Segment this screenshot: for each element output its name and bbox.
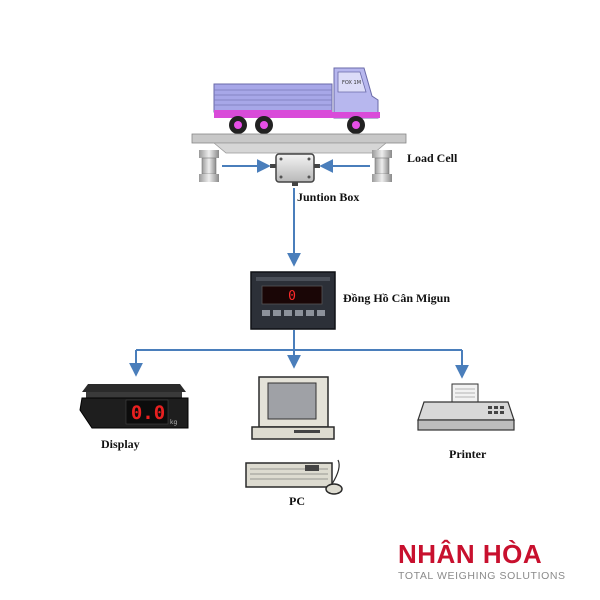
load-cell-right-icon	[372, 150, 392, 182]
pc-icon	[245, 376, 343, 495]
truck-plate: FOX 1M	[342, 80, 361, 86]
pc-label: PC	[289, 494, 305, 508]
connection-arrows	[129, 159, 469, 379]
printer-icon	[417, 383, 515, 431]
weighing-indicator-icon: 0	[250, 271, 336, 330]
display-unit: kg	[170, 419, 177, 426]
brand-logo: NHÂN HÒA TOTAL WEIGHING SOLUTIONS	[398, 540, 578, 582]
indicator-reading: 0	[288, 289, 296, 304]
printer-label: Printer	[449, 447, 487, 461]
display-label: Display	[101, 437, 140, 451]
load-cell-label: Load Cell	[407, 151, 458, 165]
brand-name: NHÂN HÒA	[398, 539, 543, 569]
junction-box-label: Juntion Box	[297, 190, 360, 204]
load-cell-left-icon	[199, 150, 219, 182]
display-reading: 0.0	[131, 402, 165, 424]
junction-box-icon	[270, 153, 320, 186]
brand-tagline: TOTAL WEIGHING SOLUTIONS	[398, 570, 566, 582]
weighbridge-platform	[191, 133, 407, 154]
truck: FOX 1M	[213, 67, 380, 134]
indicator-label: Đồng Hồ Cân Migun	[343, 291, 451, 305]
large-display-icon: 0.0 kg	[79, 384, 189, 429]
